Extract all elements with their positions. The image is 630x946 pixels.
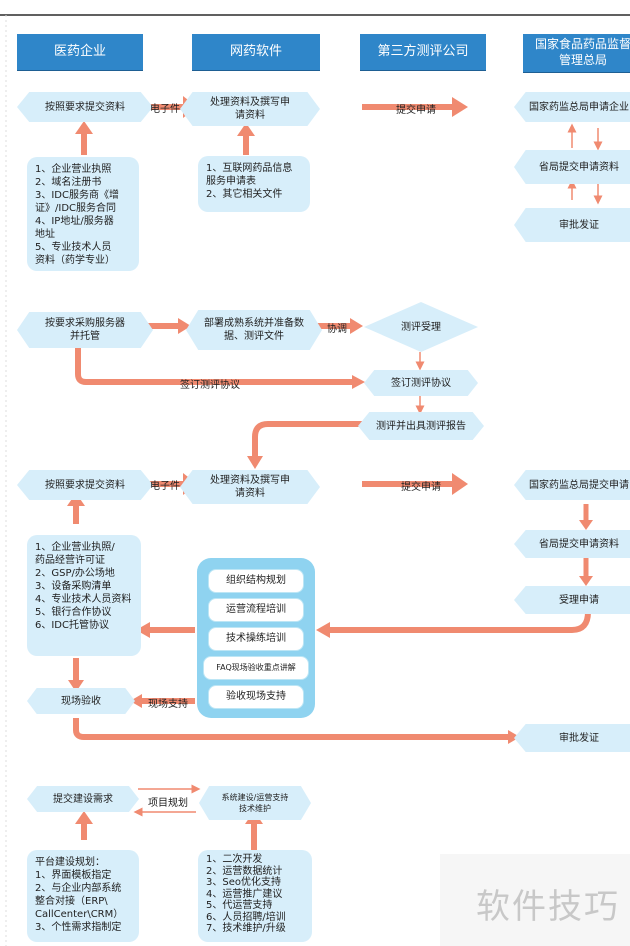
sign-agreement-node: 签订测评协议 (364, 370, 478, 396)
submit-docs-node-2: 按照要求提交资料 (17, 470, 153, 500)
process-docs-node-2: 处理资料及撰写申 请资料 (180, 470, 320, 504)
onsite-support-label: 现场支持 (148, 699, 188, 710)
training-item: FAQ现场验收重点讲解 (203, 656, 309, 680)
process-docs-node: 处理资料及撰写申 请资料 (180, 92, 320, 126)
services-box: 1、二次开发 2、运营数据统计 3、Seo优化支持 4、运营推广建议 5、代运营… (198, 850, 312, 942)
service-item: 5、代运营支持 (206, 900, 273, 911)
company-doc-item: 1、企业营业执照/ 药品经营许可证 (35, 542, 115, 566)
company-doc-item: 5、专业技术人员 资料（药学专业） (35, 242, 115, 266)
company-doc-item: 2、域名注册书 (35, 177, 102, 188)
deploy-node: 部署成熟系统并准备数 据、测评文件 (186, 310, 322, 350)
company-docs-box: 1、企业营业执照 2、域名注册书 3、IDC服务商《增 证》/IDC服务合同 4… (27, 157, 139, 271)
sign-agreement-label: 签订测评协议 (180, 380, 240, 391)
training-item: 组织结构规划 (208, 569, 304, 593)
electronic-label: 电子件 (150, 104, 180, 115)
service-item: 6、人员招聘/培训 (206, 911, 286, 923)
software-doc-item: 2、其它相关文件 (206, 189, 283, 200)
gov-apply-node-2: 国家药监总局提交申请 (514, 470, 630, 500)
header-pharma-company: 医药企业 (17, 34, 143, 70)
buy-server-node: 按要求采购服务器 并托管 (17, 312, 153, 348)
company-doc-item: 4、专业技术人员资料 (35, 594, 132, 605)
company-doc-item: 3、设备采购清单 (35, 581, 112, 592)
province-node: 省局提交申请资料 (514, 150, 630, 184)
approve-node-2: 审批发证 (514, 724, 630, 752)
service-item: 2、运营数据统计 (206, 865, 283, 877)
service-item: 1、二次开发 (206, 854, 263, 865)
company-doc-item: 1、企业营业执照 (35, 164, 112, 175)
platform-doc-item: 2、与企业内部系统 整合对接（ERP\ CallCenter\CRM） (35, 883, 124, 920)
platform-doc-item: 3、个性需求指制定 (35, 922, 122, 933)
company-doc-item: 4、IP地址/服务器 地址 (35, 216, 114, 240)
software-doc-item: 1、互联网药品信息 服务申请表 (206, 163, 293, 187)
header-fda: 国家食品药品监督 管理总局 (523, 34, 630, 72)
training-item: 验收现场支持 (208, 685, 304, 709)
service-item: 4、运营推广建议 (206, 888, 283, 900)
approve-node: 审批发证 (514, 208, 630, 242)
eval-report-node: 测评并出具测评报告 (358, 412, 484, 440)
platform-doc-item: 1、界面模板指定 (35, 870, 112, 881)
submit-docs-node: 按照要求提交资料 (17, 92, 153, 122)
company-doc-item: 3、IDC服务商《增 证》/IDC服务合同 (35, 190, 119, 214)
company-doc-item: 6、IDC托管协议 (35, 620, 109, 631)
apply-label-2: 提交申请 (401, 482, 441, 493)
company-docs-box-2: 1、企业营业执照/ 药品经营许可证 2、GSP/办公场地 3、设备采购清单 4、… (27, 535, 141, 656)
onsite-accept-node: 现场验收 (27, 688, 135, 714)
coordinate-label: 协调 (327, 324, 347, 335)
service-item: 7、技术维护/升级 (206, 923, 286, 934)
training-item: 运营流程培训 (208, 598, 304, 622)
submit-requirements-node: 提交建设需求 (27, 786, 139, 812)
service-item: 3、Seo优化支持 (206, 877, 281, 888)
header-software: 网药软件 (192, 34, 320, 70)
province-node-2: 省局提交申请资料 (514, 530, 630, 558)
watermark: 软件技巧 (476, 887, 620, 927)
electronic-label-2: 电子件 (150, 481, 180, 492)
header-third-party: 第三方测评公司 (360, 34, 486, 70)
platform-plan-box: 平台建设规划： 1、界面模板指定 2、与企业内部系统 整合对接（ERP\ Cal… (27, 850, 139, 942)
training-item: 技术操练培训 (208, 627, 304, 651)
platform-doc-item: 平台建设规划： (35, 857, 105, 868)
accept-node: 受理申请 (514, 586, 630, 614)
apply-label: 提交申请 (396, 105, 436, 116)
gov-apply-node: 国家药监总局申请企业 (514, 92, 630, 122)
watermark-background (440, 854, 630, 946)
software-docs-box: 1、互联网药品信息 服务申请表 2、其它相关文件 (198, 156, 310, 212)
system-build-node: 系统建设/运营支持 技术维护 (199, 786, 311, 820)
company-doc-item: 2、GSP/办公场地 (35, 568, 115, 579)
company-doc-item: 5、银行合作协议 (35, 607, 112, 618)
project-plan-label: 项目规划 (148, 798, 188, 809)
